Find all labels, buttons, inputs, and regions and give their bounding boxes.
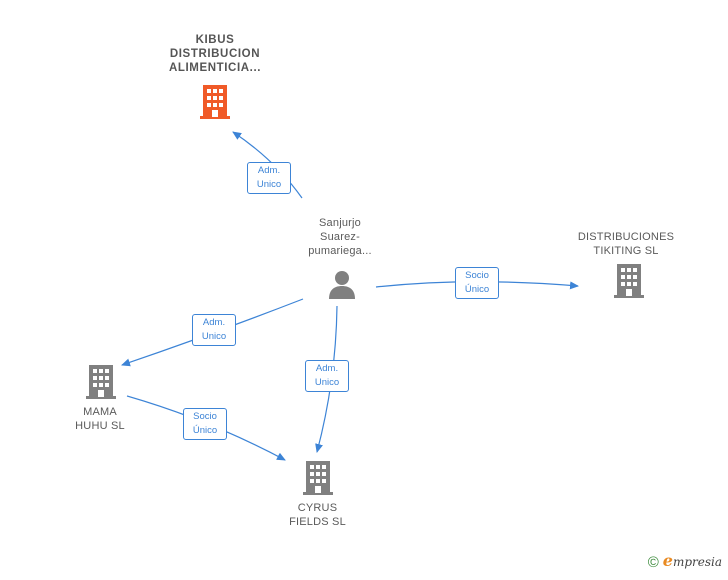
building-icon[interactable]: [199, 84, 231, 120]
building-icon[interactable]: [613, 263, 645, 299]
edge-label-person-mama[interactable]: Adm. Unico: [192, 314, 236, 346]
node-label-kibus[interactable]: KIBUS DISTRIBUCION ALIMENTICIA...: [168, 34, 262, 74]
node-label-cyrus[interactable]: CYRUS FIELDS SL: [289, 502, 346, 528]
edge-label-person-kibus[interactable]: Adm. Unico: [247, 162, 291, 194]
copyright-footer: ©empresia: [648, 551, 722, 571]
brand-logo[interactable]: empresia: [662, 551, 722, 570]
building-icon[interactable]: [302, 460, 334, 496]
edge-label-mama-cyrus[interactable]: Socio Único: [183, 408, 227, 440]
building-icon[interactable]: [85, 364, 117, 400]
node-label-person[interactable]: Sanjurjo Suarez- pumariega...: [308, 217, 372, 257]
copyright-icon: ©: [647, 554, 659, 571]
edge-label-person-tikiting[interactable]: Socio Único: [455, 267, 499, 299]
node-label-mama[interactable]: MAMA HUHU SL: [75, 406, 125, 432]
node-label-tikiting[interactable]: DISTRIBUCIONES TIKITING SL: [577, 231, 675, 257]
person-icon[interactable]: [327, 270, 357, 300]
edge-label-person-cyrus[interactable]: Adm. Unico: [305, 360, 349, 392]
